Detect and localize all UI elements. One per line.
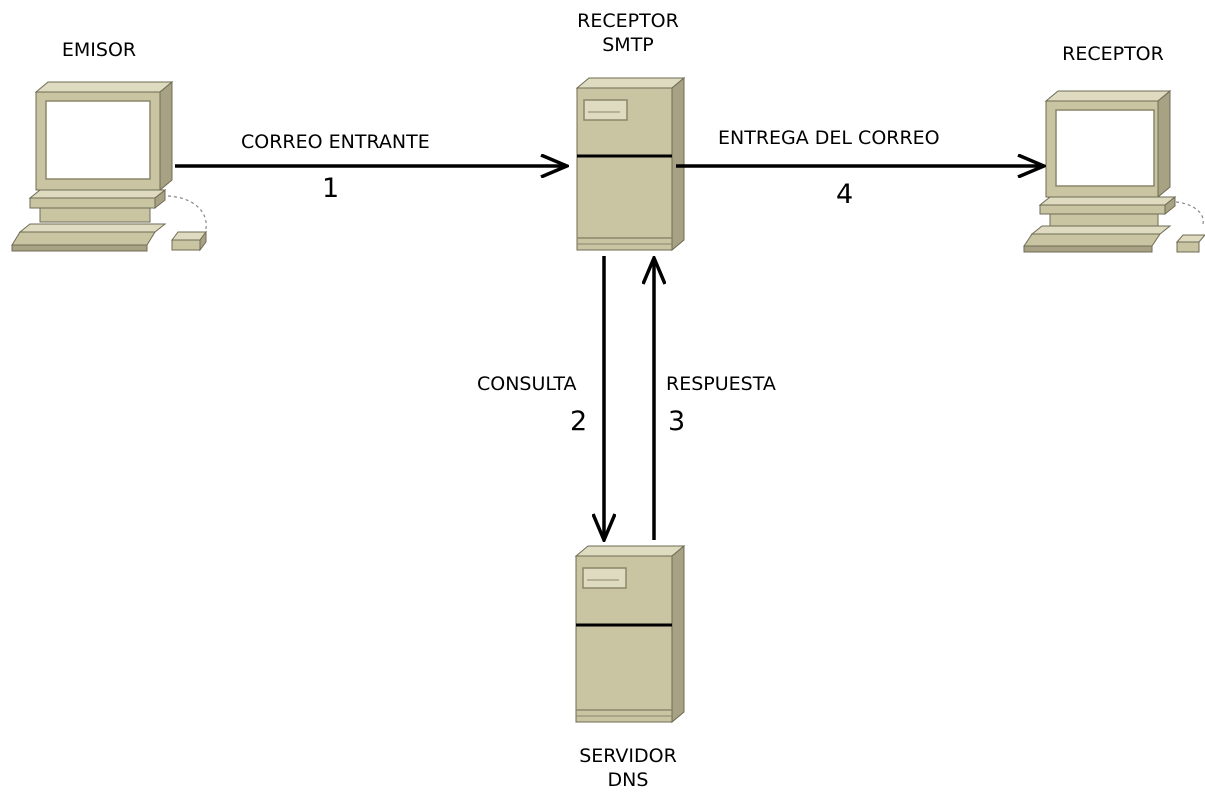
receptor-smtp-label: RECEPTOR SMTP (548, 9, 708, 57)
receptor-smtp-label-line-2: SMTP (548, 33, 708, 57)
receptor-smtp-label-line-1: RECEPTOR (548, 9, 708, 33)
step-2-number: 2 (570, 407, 587, 437)
servidor-dns-label: SERVIDOR DNS (548, 744, 708, 792)
emisor-label: EMISOR (44, 38, 154, 62)
receptor-label: RECEPTOR (1038, 42, 1188, 66)
servidor-dns-label-line-2: DNS (548, 768, 708, 792)
servidor-dns-server-icon (576, 546, 684, 722)
emisor-label-text: EMISOR (62, 39, 136, 61)
receptor-smtp-server-icon (577, 78, 684, 250)
respuesta-label: RESPUESTA (666, 373, 776, 395)
receptor-label-text: RECEPTOR (1062, 43, 1164, 65)
servidor-dns-label-line-1: SERVIDOR (548, 744, 708, 768)
step-4-number: 4 (836, 180, 853, 210)
receptor-computer-icon (1024, 91, 1205, 252)
consulta-label: CONSULTA (477, 373, 577, 395)
step-1-number: 1 (322, 174, 339, 204)
step-3-number: 3 (668, 407, 685, 437)
correo-entrante-label: CORREO ENTRANTE (241, 131, 430, 153)
entrega-del-correo-label: ENTREGA DEL CORREO (718, 127, 940, 149)
